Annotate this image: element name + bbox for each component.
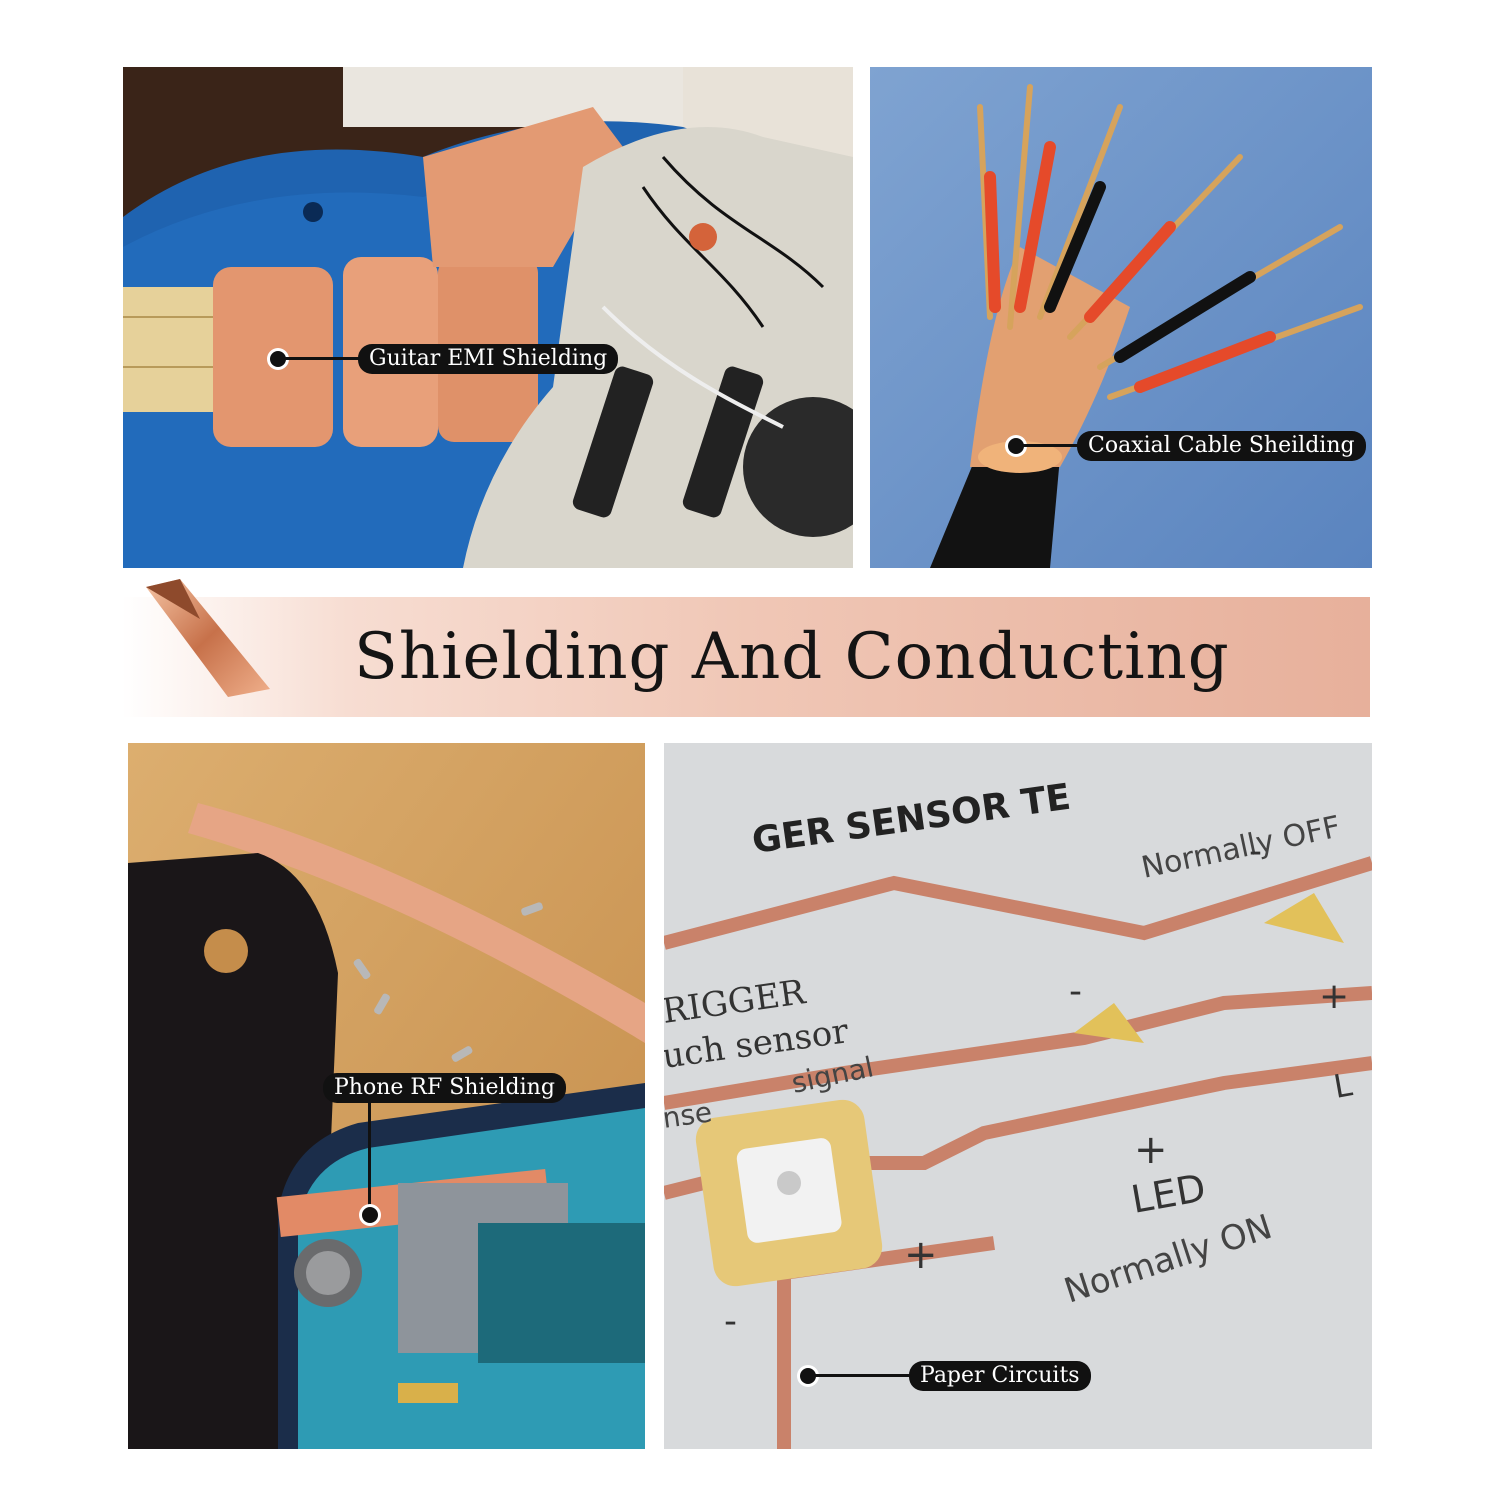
coaxial-cable-shielding-label: Coaxial Cable Sheilding — [1077, 431, 1366, 461]
guitar-label-connector — [283, 357, 363, 360]
banner-title: Shielding And Conducting — [354, 620, 1230, 694]
title-banner: Shielding And Conducting — [122, 579, 1370, 717]
phone-label-dot — [362, 1207, 378, 1223]
paper-minus-right: - — [1249, 831, 1262, 872]
phone-rf-shielding-label: Phone RF Shielding — [323, 1073, 566, 1103]
paper-label-connector — [812, 1374, 912, 1377]
paper-plus-right: + — [1319, 976, 1349, 1017]
cable-illustration — [870, 67, 1372, 568]
paper-plus-bottom: + — [904, 1232, 938, 1278]
guitar-emi-shielding-label: Guitar EMI Shielding — [358, 344, 619, 374]
paper-plus-led: + — [1134, 1127, 1168, 1173]
paper-minus-bottom: - — [724, 1301, 737, 1342]
paper-circuits-label: Paper Circuits — [909, 1361, 1091, 1391]
paper-minus-top: - — [1069, 971, 1082, 1012]
paper-circuits-photo: GER SENSOR TE Normally OFF RIGGER uch se… — [664, 743, 1372, 1449]
guitar-emi-shielding-photo: Guitar EMI Shielding — [123, 67, 853, 568]
paper-sense-text: nse — [664, 1095, 714, 1135]
phone-label-connector — [368, 1101, 371, 1211]
paper-label-dot — [800, 1368, 816, 1384]
copper-roll-icon — [146, 579, 270, 697]
guitar-label-dot — [270, 351, 286, 367]
guitar-illustration — [123, 67, 853, 568]
phone-rf-shielding-photo: Phone RF Shielding — [128, 743, 645, 1449]
cable-label-dot — [1008, 438, 1024, 454]
coaxial-cable-shielding-photo: Coaxial Cable Sheilding — [870, 67, 1372, 568]
cable-label-connector — [1020, 444, 1080, 447]
paper-circuit-illustration: GER SENSOR TE Normally OFF RIGGER uch se… — [664, 743, 1372, 1449]
